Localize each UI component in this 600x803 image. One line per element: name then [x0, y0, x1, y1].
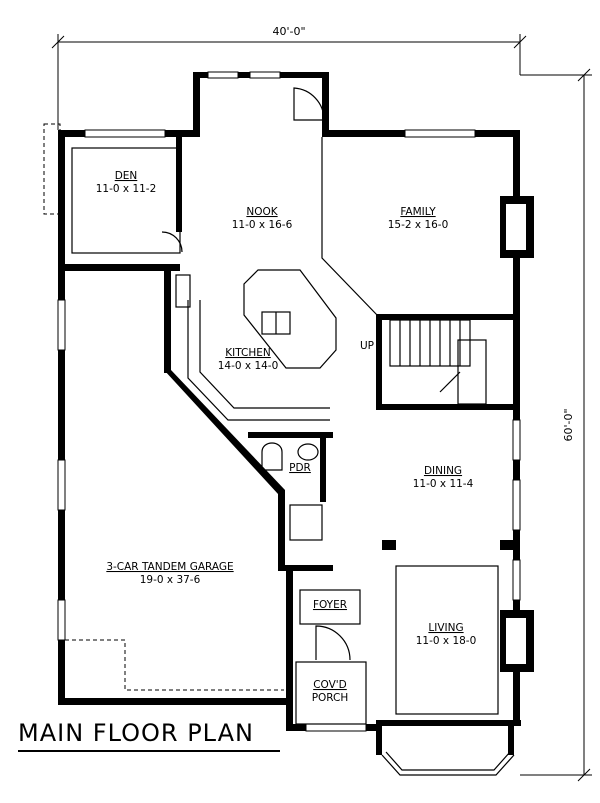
- staircase: [389, 319, 487, 405]
- den-door-icon: [161, 231, 183, 253]
- room-dining-label: DINING 11-0 x 11-4: [413, 465, 474, 490]
- room-living-label: LIVING 11-0 x 18-0: [416, 622, 477, 647]
- stair-up-label: UP: [360, 340, 374, 352]
- svg-text:15-2 x 16-0: 15-2 x 16-0: [388, 219, 449, 231]
- coat-closet: [289, 504, 323, 541]
- interior-walls: [58, 137, 514, 571]
- nook-door-icon: [293, 87, 325, 121]
- den-ceiling-outline: [71, 147, 181, 254]
- svg-text:DEN: DEN: [115, 170, 138, 182]
- svg-text:NOOK: NOOK: [246, 206, 278, 218]
- living-ceiling-outline: [395, 565, 499, 715]
- width-dimension-label: 40'-0": [272, 25, 305, 38]
- svg-text:FAMILY: FAMILY: [400, 206, 436, 218]
- svg-text:19-0 x 37-6: 19-0 x 37-6: [140, 574, 201, 586]
- room-kitchen-label: KITCHEN 14-0 x 14-0: [218, 347, 279, 372]
- pdr-toilet: [261, 442, 283, 471]
- svg-text:3-CAR TANDEM GARAGE: 3-CAR TANDEM GARAGE: [106, 561, 233, 573]
- svg-text:KITCHEN: KITCHEN: [225, 347, 271, 359]
- foyer-label: FOYER: [313, 599, 347, 611]
- svg-text:11-0 x 18-0: 11-0 x 18-0: [416, 635, 477, 647]
- svg-text:14-0 x 14-0: 14-0 x 14-0: [218, 360, 279, 372]
- porch-label-line2: PORCH: [312, 692, 349, 704]
- width-dimension: 40'-0": [51, 25, 527, 130]
- windows: [57, 71, 521, 776]
- foyer-door-icon: [315, 625, 351, 661]
- porch-label-line1: COV'D: [313, 679, 347, 691]
- room-family-label: FAMILY 15-2 x 16-0: [388, 206, 449, 231]
- svg-text:11-0 x 11-2: 11-0 x 11-2: [96, 183, 157, 195]
- svg-text:11-0 x 16-6: 11-0 x 16-6: [232, 219, 293, 231]
- pdr-label: PDR: [289, 462, 311, 474]
- pantry: [175, 274, 191, 308]
- svg-text:11-0 x 11-4: 11-0 x 11-4: [413, 478, 474, 490]
- room-garage-label: 3-CAR TANDEM GARAGE 19-0 x 37-6: [106, 561, 233, 586]
- den-bay-outline: [43, 123, 61, 215]
- svg-text:DINING: DINING: [424, 465, 462, 477]
- garage-parking-outline: [65, 639, 284, 691]
- svg-text:LIVING: LIVING: [428, 622, 463, 634]
- pdr-sink: [297, 443, 319, 461]
- plan-title-underline: [18, 750, 280, 752]
- plan-title: MAIN FLOOR PLAN: [18, 719, 254, 747]
- depth-dimension-label: 60'-0": [562, 408, 575, 441]
- kitchen-island: [243, 269, 337, 369]
- room-nook-label: NOOK 11-0 x 16-6: [232, 206, 293, 231]
- room-den-label: DEN 11-0 x 11-2: [96, 170, 157, 195]
- depth-dimension: 60'-0": [520, 68, 592, 782]
